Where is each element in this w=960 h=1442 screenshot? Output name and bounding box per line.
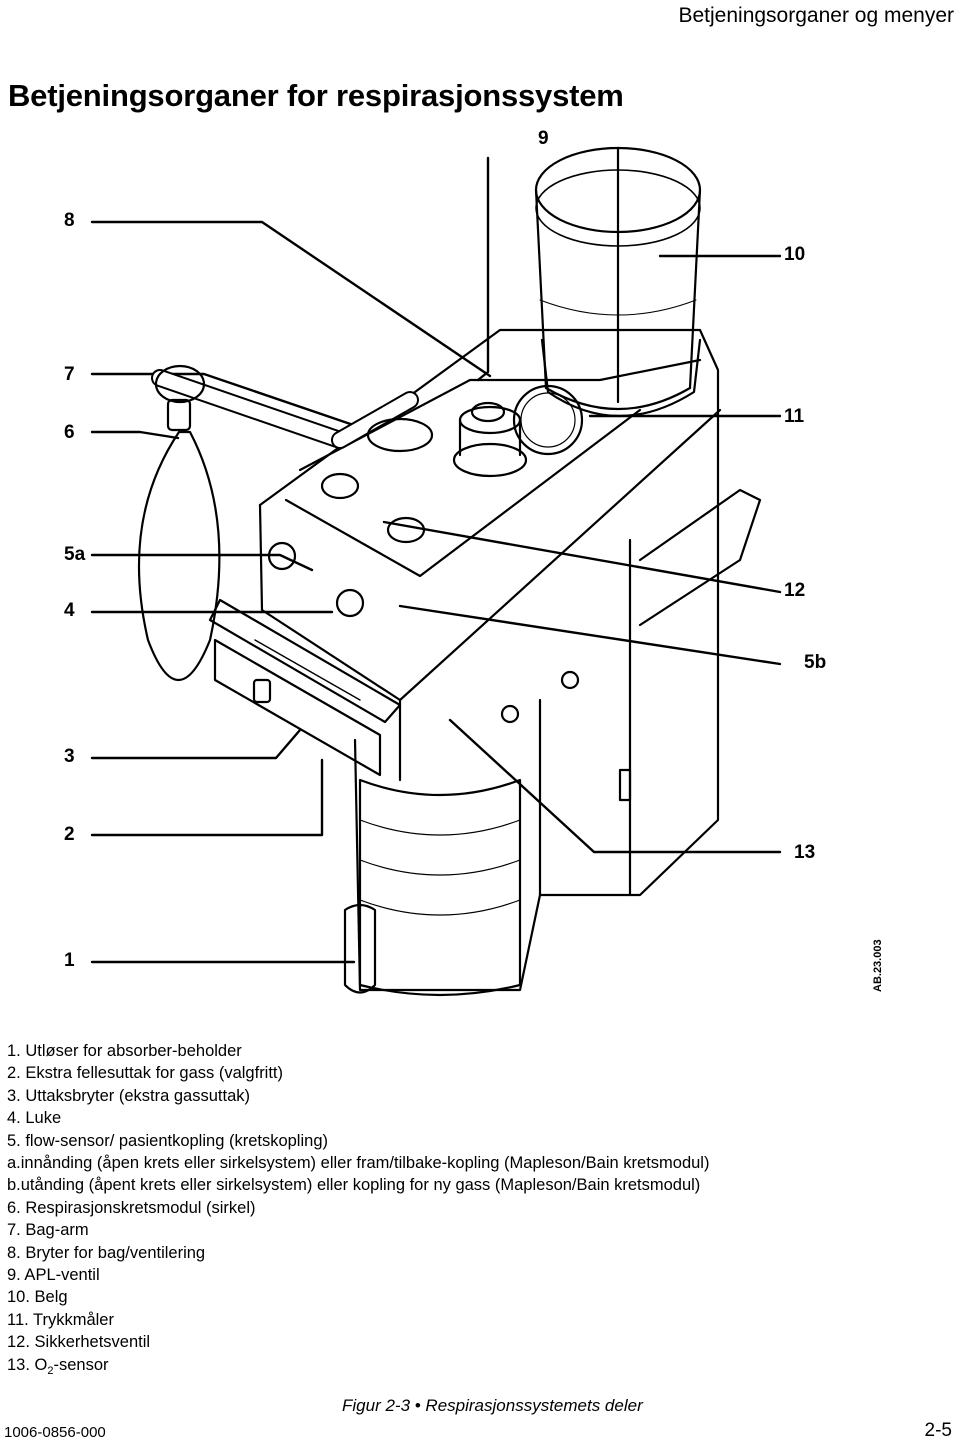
legend-item-suffix: -sensor	[53, 1355, 109, 1374]
top-components	[267, 384, 584, 724]
running-header: Betjeningsorganer og menyer	[678, 4, 954, 27]
figure-code: AB.23.003	[872, 939, 884, 992]
callout-11: 11	[784, 406, 805, 427]
callout-8: 8	[64, 210, 75, 231]
legend-item: 9. APL-ventil	[7, 1266, 100, 1285]
callout-1: 1	[64, 950, 75, 971]
page-number: 2-5	[924, 1420, 952, 1441]
callout-7: 7	[64, 364, 75, 385]
callout-5b: 5b	[804, 652, 827, 673]
legend-item-o2-sensor: 13. O2-sensor	[7, 1354, 709, 1382]
ventilator-body	[258, 328, 762, 997]
tray-hatch	[208, 598, 402, 777]
callout-3: 3	[64, 746, 75, 767]
figure-caption: Figur 2-3 • Respirasjonssystemets deler	[342, 1396, 643, 1415]
legend-item: 10. Belg	[7, 1288, 68, 1307]
legend-item: 7. Bag-arm	[7, 1221, 89, 1240]
document-number: 1006-0856-000	[4, 1424, 106, 1441]
legend-item-prefix: 13. O	[7, 1355, 48, 1374]
respiratory-system-diagram	[90, 146, 782, 997]
legend-item: a.innånding (åpen krets eller sirkelsyst…	[7, 1154, 710, 1173]
callout-9: 9	[538, 128, 549, 149]
legend-item: 12. Sikkerhetsventil	[7, 1333, 151, 1352]
reservoir-bag	[137, 430, 221, 682]
callout-10: 10	[784, 244, 806, 265]
callout-6: 6	[64, 422, 75, 443]
leader-lines	[90, 156, 782, 964]
legend-item: 1. Utløser for absorber-beholder	[7, 1042, 242, 1060]
legend-item: 4. Luke	[7, 1109, 62, 1128]
bellows-housing	[534, 146, 702, 417]
legend-item: 2. Ekstra fellesuttak for gass (valgfrit…	[7, 1064, 284, 1083]
callout-5a: 5a	[64, 544, 86, 565]
callout-12: 12	[784, 580, 806, 601]
callout-2: 2	[64, 824, 75, 845]
legend-item: 3. Uttaksbryter (ekstra gassuttak)	[7, 1086, 250, 1105]
parts-legend: 1. Utløser for absorber-beholder 2. Ekst…	[7, 1040, 709, 1382]
legend-item: 8. Bryter for bag/ventilering	[7, 1243, 206, 1262]
page-title: Betjeningsorganer for respirasjonssystem	[8, 78, 624, 113]
bag-arm	[151, 364, 419, 449]
callout-13: 13	[794, 842, 816, 863]
callout-4: 4	[64, 600, 75, 621]
legend-item: 5. flow-sensor/ pasientkopling (kretskop…	[7, 1131, 328, 1150]
legend-item: 11. Trykkmåler	[7, 1310, 114, 1329]
subscript: 2	[47, 1364, 54, 1377]
legend-item: 6. Respirasjonskretsmodul (sirkel)	[7, 1198, 256, 1217]
legend-item: b.utånding (åpent krets eller sirkelsyst…	[7, 1176, 701, 1195]
